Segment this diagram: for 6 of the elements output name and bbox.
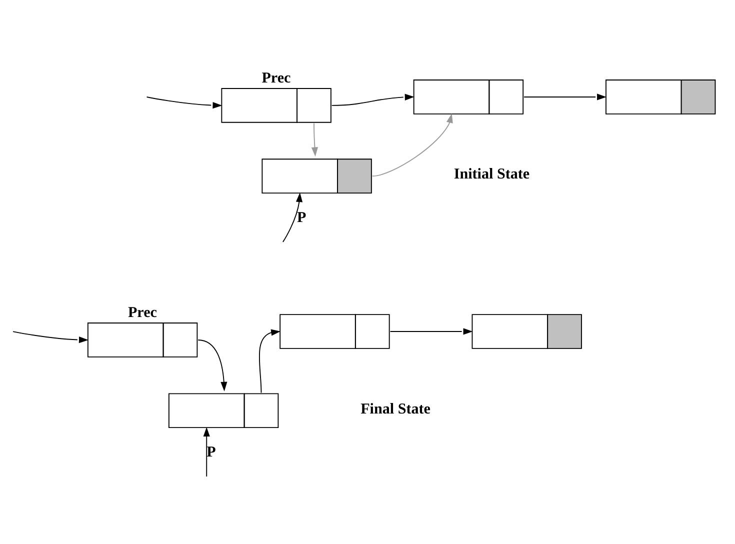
node-label: Prec — [128, 304, 157, 321]
edge-label: P — [206, 444, 216, 460]
node-label: Prec — [262, 70, 291, 86]
label: Initial State — [454, 166, 530, 182]
label: Final State — [360, 400, 430, 417]
edge-label: P — [297, 210, 306, 226]
